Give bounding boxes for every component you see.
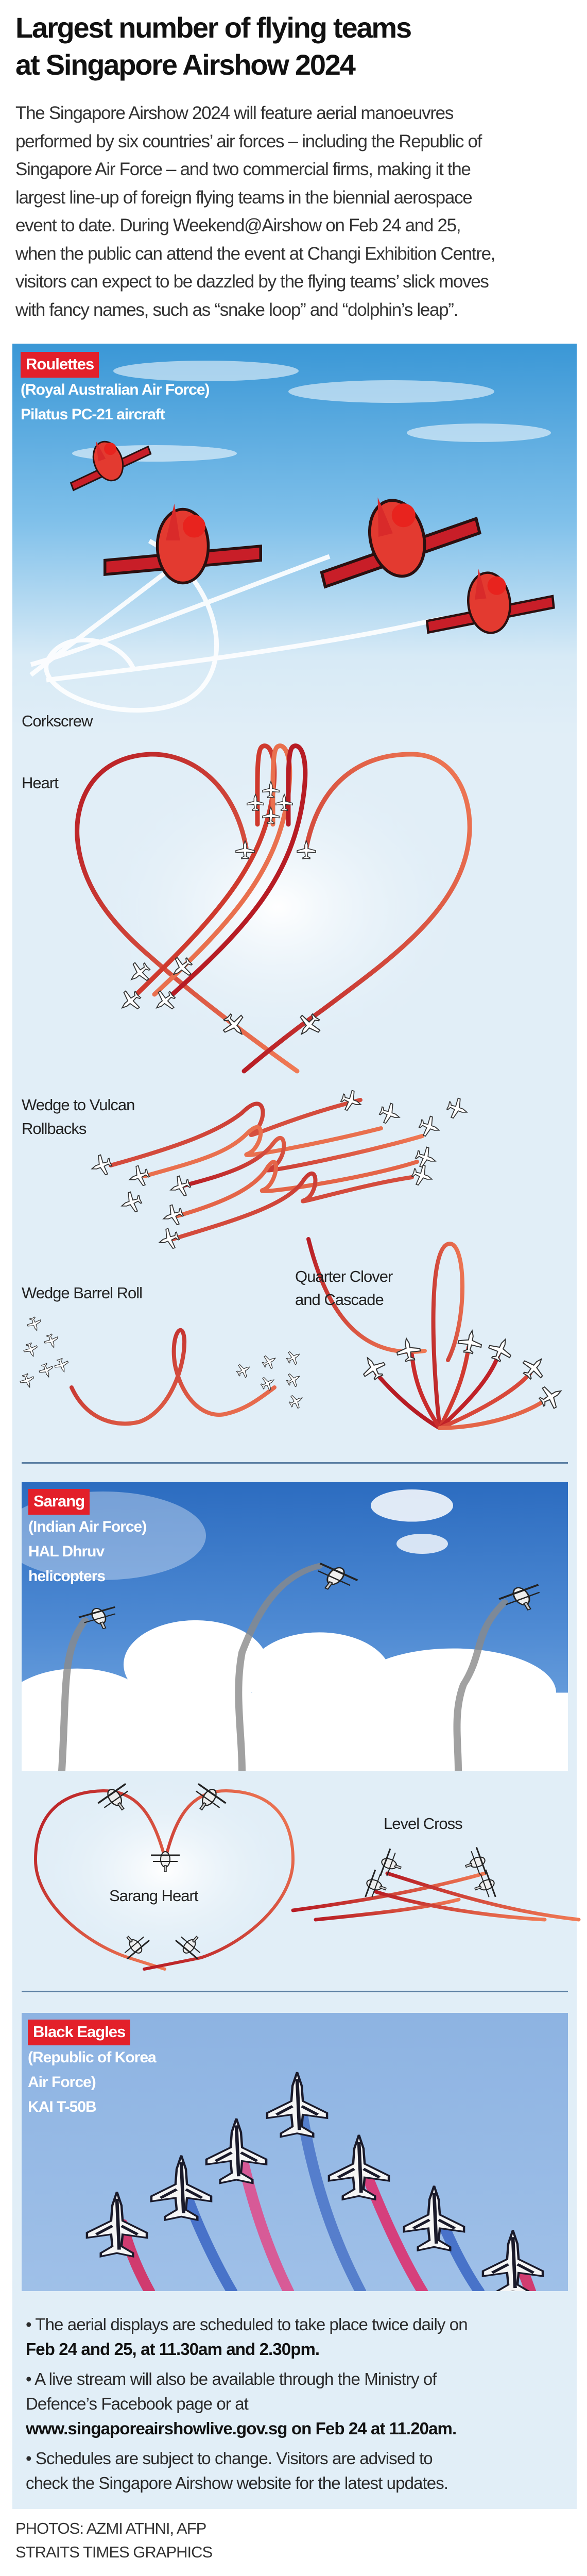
intro-paragraph: The Singapore Airshow 2024 will feature … bbox=[15, 99, 495, 324]
label-line: Quarter Clover bbox=[295, 1267, 393, 1285]
label-line: and Cascade bbox=[295, 1291, 384, 1309]
note-line-bold: Feb 24 and 25, at 11.30am and 2.30pm. bbox=[26, 2340, 320, 2359]
graphics-credit: STRAITS TIMES GRAPHICS bbox=[15, 2543, 213, 2561]
manoeuvre-label-heart: Heart bbox=[22, 774, 59, 792]
plane-icon bbox=[159, 1202, 186, 1229]
smoke-trails bbox=[58, 1563, 508, 1771]
intro-line: The Singapore Airshow 2024 will feature … bbox=[15, 103, 454, 123]
plane-icon bbox=[456, 1328, 485, 1355]
headline-line: at Singapore Airshow 2024 bbox=[15, 48, 356, 81]
black-eagles-photo bbox=[22, 2013, 568, 2291]
plane-icon bbox=[22, 1341, 40, 1359]
note-line: check the Singapore Airshow website for … bbox=[26, 2473, 448, 2493]
intro-line: performed by six countries’ air forces –… bbox=[15, 131, 482, 151]
team-detail: Pilatus PC-21 aircraft bbox=[21, 406, 165, 423]
manoeuvre-label-corkscrew: Corkscrew bbox=[22, 712, 93, 730]
plane-icon bbox=[284, 1347, 304, 1367]
team-detail: (Republic of Korea bbox=[28, 2049, 157, 2066]
note-line: • A live stream will also be available t… bbox=[26, 2369, 437, 2388]
section-divider bbox=[22, 1991, 568, 1992]
manoeuvre-label-sarang-heart: Sarang Heart bbox=[109, 1887, 198, 1905]
team-sarang-label: Sarang (Indian Air Force) HAL Dhruv heli… bbox=[28, 1489, 147, 1589]
note-item: • The aerial displays are scheduled to t… bbox=[26, 2312, 572, 2362]
plane-icon bbox=[234, 1360, 254, 1380]
plane-icon bbox=[88, 1152, 115, 1179]
intro-line: largest line-up of foreign flying teams … bbox=[15, 187, 473, 208]
plane-icon bbox=[286, 1391, 306, 1411]
plane-icon bbox=[53, 1356, 71, 1375]
manoeuvre-label-quarter-clover: Quarter Clover and Cascade bbox=[295, 1265, 393, 1311]
intro-line: event to date. During Weekend@Airshow on… bbox=[15, 215, 461, 235]
team-name-badge: Roulettes bbox=[21, 352, 99, 378]
label-line: Wedge to Vulcan bbox=[22, 1096, 135, 1114]
team-detail: helicopters bbox=[28, 1568, 106, 1585]
photo-credit: PHOTOS: AZMI ATHNI, AFP bbox=[15, 2519, 206, 2537]
roulettes-photo bbox=[12, 344, 577, 735]
intro-line: visitors can expect to be dazzled by the… bbox=[15, 272, 489, 292]
credits: PHOTOS: AZMI ATHNI, AFP STRAITS TIMES GR… bbox=[15, 2517, 213, 2564]
plane-icon bbox=[42, 1332, 61, 1350]
level-cross-diagram bbox=[291, 1871, 581, 1922]
plane-icon bbox=[18, 1371, 37, 1390]
team-detail: Air Force) bbox=[28, 2074, 96, 2091]
team-name-badge: Black Eagles bbox=[28, 2020, 131, 2045]
barrel-roll-diagram bbox=[70, 1328, 277, 1426]
plane-icon bbox=[155, 1226, 182, 1253]
manoeuvre-label-level-cross: Level Cross bbox=[384, 1815, 463, 1833]
intro-line: Singapore Air Force – and two commercial… bbox=[15, 159, 471, 179]
cloud-streaks bbox=[72, 361, 551, 462]
team-roulettes-label: Roulettes (Royal Australian Air Force) P… bbox=[21, 352, 210, 427]
manoeuvre-label-wedge-barrel-roll: Wedge Barrel Roll bbox=[22, 1284, 143, 1302]
note-item: • Schedules are subject to change. Visit… bbox=[26, 2446, 572, 2496]
sarang-diagrams bbox=[31, 1772, 581, 1971]
plane-icon bbox=[117, 1189, 145, 1216]
plane-icon bbox=[166, 1173, 194, 1200]
plane-icon bbox=[485, 1334, 516, 1365]
note-line-bold: www.singaporeairshowlive.gov.sg on Feb 2… bbox=[26, 2419, 457, 2438]
plane-icon bbox=[37, 1361, 56, 1380]
team-detail: HAL Dhruv bbox=[28, 1543, 105, 1560]
team-detail: KAI T-50B bbox=[28, 2098, 97, 2115]
team-detail: (Royal Australian Air Force) bbox=[21, 381, 210, 398]
heart-diagram bbox=[75, 743, 472, 1074]
label-line: Rollbacks bbox=[22, 1120, 87, 1138]
team-detail: (Indian Air Force) bbox=[28, 1518, 147, 1535]
intro-line: when the public can attend the event at … bbox=[15, 243, 495, 264]
plane-icon bbox=[260, 1351, 280, 1371]
section-divider bbox=[22, 1462, 568, 1464]
intro-line: with fancy names, such as “snake loop” a… bbox=[15, 299, 458, 320]
plane-icon bbox=[444, 1095, 471, 1123]
sarang-heart-diagram bbox=[33, 1789, 295, 1971]
headline: Largest number of flying teams at Singap… bbox=[15, 9, 412, 83]
manoeuvre-label-wedge-to-vulcan: Wedge to Vulcan Rollbacks bbox=[22, 1093, 135, 1141]
team-black-eagles-label: Black Eagles (Republic of Korea Air Forc… bbox=[28, 2020, 157, 2120]
team-name-badge: Sarang bbox=[28, 1489, 90, 1515]
plane-icon bbox=[284, 1369, 304, 1389]
note-line: • The aerial displays are scheduled to t… bbox=[26, 2315, 468, 2334]
plane-icon bbox=[125, 1163, 152, 1190]
note-line: • Schedules are subject to change. Visit… bbox=[26, 2449, 433, 2468]
plane-icon bbox=[409, 1162, 436, 1190]
plane-icon bbox=[412, 1144, 440, 1172]
note-item: • A live stream will also be available t… bbox=[26, 2367, 572, 2441]
plane-icon bbox=[25, 1315, 44, 1333]
plane-icon bbox=[357, 1351, 390, 1384]
plane-icon bbox=[535, 1380, 567, 1413]
schedule-notes: • The aerial displays are scheduled to t… bbox=[26, 2312, 572, 2496]
wedge-to-vulcan-diagram bbox=[109, 1098, 424, 1241]
note-line: Defence’s Facebook page or at bbox=[26, 2394, 249, 2413]
plane-icon bbox=[376, 1100, 404, 1128]
headline-line: Largest number of flying teams bbox=[15, 11, 412, 44]
